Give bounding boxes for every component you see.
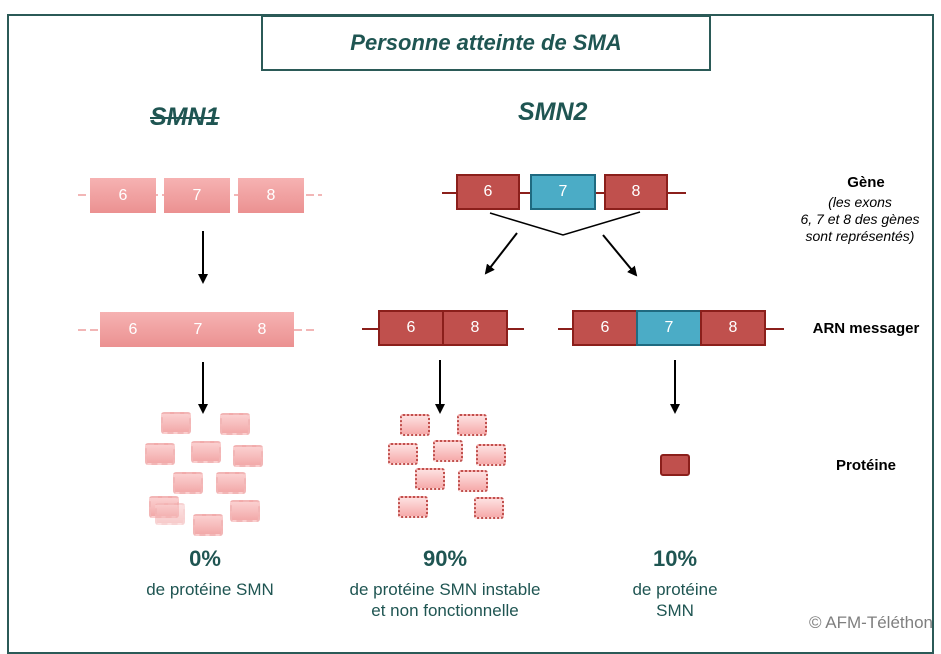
protein-unstable	[398, 496, 428, 518]
arrows-layer	[198, 211, 680, 414]
smn2-mrna-b-exon-8: 8	[700, 310, 766, 346]
smn2-functional-desc-line2: SMN	[656, 601, 694, 620]
protein-ghost	[233, 445, 263, 467]
protein-unstable	[476, 444, 506, 466]
smn2-gene-name: SMN2	[518, 98, 588, 126]
copyright-notice: © AFM-Téléthon	[808, 613, 933, 632]
splicing-lines	[489, 211, 641, 236]
gene-note: (les exons 6, 7 et 8 des gènes sont repr…	[780, 194, 940, 245]
smn2-functional-desc-line1: de protéine	[632, 580, 718, 599]
smn1-mrna-exon-8: 8	[230, 312, 294, 347]
protein-ghost	[173, 472, 203, 494]
smn1-mrna-exon-6: 6	[100, 312, 166, 347]
row-label-protein: Protéine	[835, 457, 896, 474]
protein-ghost	[216, 472, 246, 494]
title-box: Personne atteinte de SMA	[261, 15, 711, 71]
smn2-unstable-description: de protéine SMN instable et non fonction…	[310, 579, 580, 621]
smn1-percentage: 0%	[189, 546, 221, 571]
smn2-mrna-a-exon-8: 8	[442, 310, 508, 346]
smn2-exon-7: 7	[530, 174, 596, 210]
protein-ghost	[145, 443, 175, 465]
smn2-exon-8: 8	[604, 174, 668, 210]
smn2-unstable-desc-line1: de protéine SMN instable	[349, 580, 541, 599]
diagram-title: Personne atteinte de SMA	[350, 30, 622, 55]
protein-ghost	[161, 412, 191, 434]
arrow-smn2-skip	[484, 232, 518, 275]
gene-note-line3: sont représentés)	[805, 228, 915, 244]
smn2-functional-percentage: 10%	[652, 546, 698, 571]
smn1-gene-name: SMN1	[150, 103, 220, 131]
smn2-unstable-percentage: 90%	[422, 546, 468, 571]
protein-ghost	[220, 413, 250, 435]
smn2-unstable-desc-line2: et non fonctionnelle	[371, 601, 519, 620]
smn1-exon-6: 6	[90, 178, 156, 213]
smn1-exon-7: 7	[164, 178, 230, 213]
protein-unstable	[474, 497, 504, 519]
smn1-mrna-exon-7: 7	[166, 312, 230, 347]
protein-unstable	[415, 468, 445, 490]
smn2-exon-6: 6	[456, 174, 520, 210]
protein-ghost	[155, 503, 185, 525]
smn2-functional-description: de protéine SMN	[600, 579, 750, 621]
protein-unstable	[458, 470, 488, 492]
row-label-mrna: ARN messager	[812, 320, 920, 337]
protein-functional	[660, 454, 690, 476]
smn1-description: de protéine SMN	[146, 580, 274, 599]
arrow-smn2-include	[602, 234, 638, 277]
smn1-exon-8: 8	[238, 178, 304, 213]
smn2-mrna-b-exon-7: 7	[636, 310, 702, 346]
gene-note-line1: (les exons	[828, 194, 892, 210]
protein-unstable	[457, 414, 487, 436]
protein-ghost	[191, 441, 221, 463]
protein-unstable	[433, 440, 463, 462]
gene-note-line2: 6, 7 et 8 des gènes	[800, 211, 920, 227]
protein-unstable	[400, 414, 430, 436]
protein-unstable	[388, 443, 418, 465]
protein-ghost	[230, 500, 260, 522]
row-label-gene: Gène	[847, 174, 885, 191]
protein-ghost	[193, 514, 223, 536]
